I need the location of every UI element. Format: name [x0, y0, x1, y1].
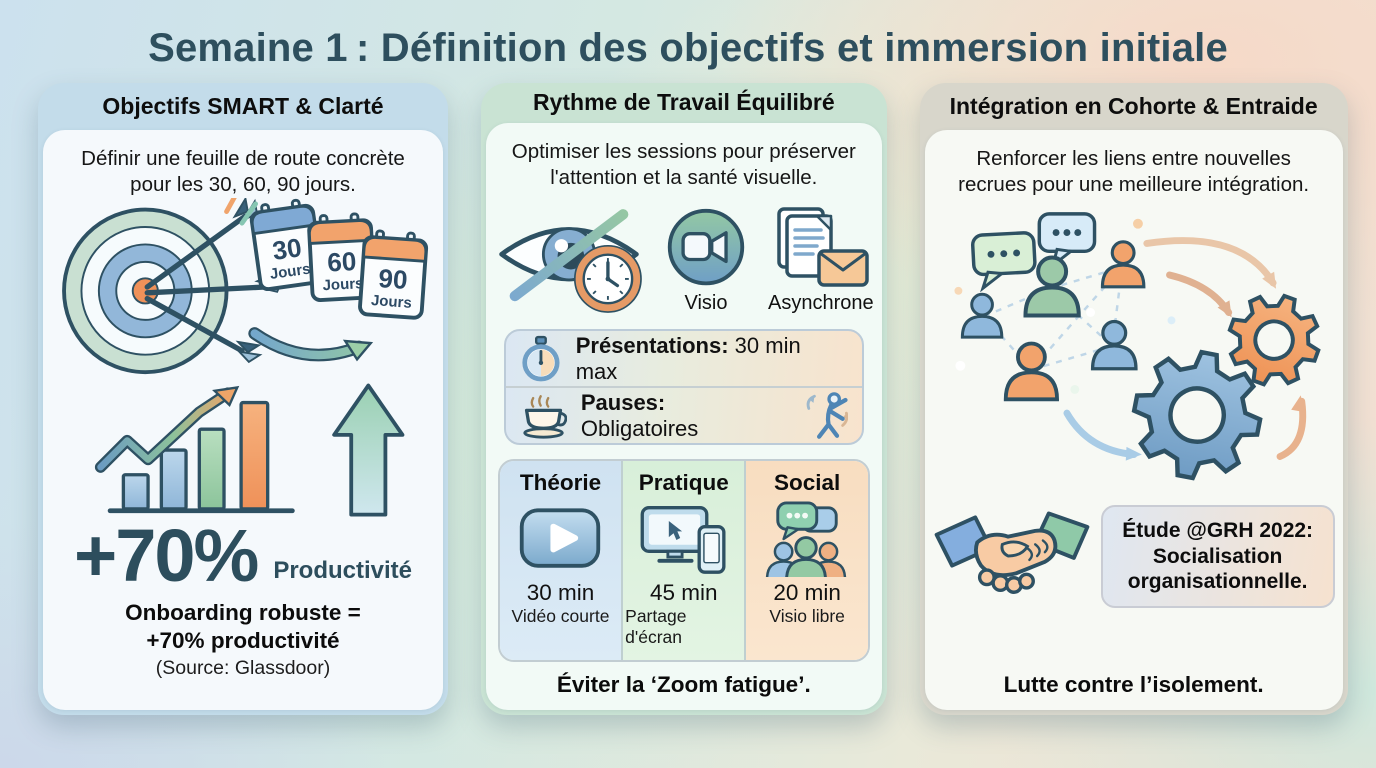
svg-text:Jours: Jours: [322, 276, 364, 295]
card-objectifs-smart: Objectifs SMART & Clarté Définir une feu…: [38, 83, 448, 715]
stat-row: +70% Productivité: [73, 514, 413, 598]
columns-container: Objectifs SMART & Clarté Définir une feu…: [0, 83, 1376, 715]
card-integration-description: Renforcer les liens entre nouvelles recr…: [958, 147, 1310, 197]
bar-chart-icon: [94, 386, 295, 514]
calendar-90-icon: 90 Jours: [358, 229, 429, 321]
schedule-theorie-caption: Vidéo courte: [511, 606, 610, 626]
rules-box: Présentations: 30 min max Pauses:: [503, 329, 864, 445]
card-rythme-footer: Éviter la ‘Zoom fatigue’.: [556, 672, 811, 697]
page-title: Semaine 1 : Définition des objectifs et …: [148, 26, 1228, 70]
card-rythme-travail: Rythme de Travail Équilibré Optimiser le…: [481, 83, 887, 715]
schedule-col-social: Social 20 min Visio libre: [746, 461, 868, 660]
claim-text: Onboarding robuste = +70% productivité: [125, 599, 361, 655]
curved-arrow-icon: [248, 327, 374, 362]
mode-visio-label: Visio: [684, 292, 728, 314]
calendar-30-icon: 30 Jours: [249, 199, 324, 292]
svg-text:Jours: Jours: [269, 261, 312, 284]
card-objectifs-header: Objectifs SMART & Clarté: [102, 93, 384, 119]
card-integration-cohorte: Intégration en Cohorte & Entraide Renfor…: [919, 83, 1348, 715]
schedule-social-time: 20 min: [773, 580, 841, 605]
card-rythme-body: Optimiser les sessions pour préserver l'…: [486, 122, 882, 710]
schedule-table: Théorie 30 min Vidéo courte Pratique: [497, 459, 870, 662]
rule-pauses-label: Pauses:: [580, 389, 666, 415]
cohort-network-illustration: [954, 212, 1321, 482]
rule-pauses-value: Obligatoires: [580, 415, 699, 441]
schedule-col-theorie: Théorie 30 min Vidéo courte: [499, 461, 622, 660]
schedule-pratique-time: 45 min: [650, 580, 718, 605]
svg-text:60: 60: [327, 247, 358, 278]
handshake-icon: [934, 512, 1089, 595]
coffee-cup-icon: [523, 394, 567, 439]
mode-asynchrone-label: Asynchrone: [768, 292, 874, 314]
rule-presentations-text: Présentations: 30 min max: [576, 333, 848, 385]
schedule-social-header: Social: [773, 470, 841, 495]
rule-pauses-text: Pauses: Obligatoires: [581, 390, 777, 442]
svg-text:Jours: Jours: [370, 292, 412, 312]
calendar-60-icon: 60 Jours: [307, 212, 377, 303]
group-chat-icon: [765, 501, 847, 577]
target-calendars-illustration: 30 Jours 60 Jours 90 Jours: [62, 198, 429, 375]
card-rythme-header: Rythme de Travail Équilibré: [532, 89, 835, 116]
card-objectifs-description: Définir une feuille de route concrète po…: [81, 147, 405, 197]
video-camera-icon: [667, 208, 745, 286]
svg-text:90: 90: [377, 264, 408, 296]
stat-value: +70%: [73, 514, 259, 598]
schedule-col-pratique: Pratique 45 min Partage d'é: [621, 461, 747, 660]
clock-icon: [573, 245, 642, 313]
stopwatch-icon: [522, 335, 560, 381]
gear-orange-icon: [1227, 293, 1321, 388]
rule-presentations-label: Présentations:: [575, 332, 729, 358]
card-objectifs-body: Définir une feuille de route concrète po…: [43, 130, 443, 710]
claim-line-2: +70% productivité: [146, 627, 340, 653]
glow-dots: [954, 219, 1176, 395]
documents-mail-icon: [777, 207, 869, 287]
card-integration-header: Intégration en Cohorte & Entraide: [949, 93, 1318, 119]
card-integration-body: Renforcer les liens entre nouvelles recr…: [924, 130, 1343, 710]
study-row: Étude @GRH 2022: Socialisation organisat…: [933, 498, 1335, 614]
stretching-person-icon: [806, 391, 848, 439]
modes-row: Visio Asynchrone: [494, 203, 874, 315]
play-video-icon: [520, 508, 601, 568]
card-rythme-description: Optimiser les sessions pour préserver l'…: [511, 139, 856, 189]
schedule-social-caption: Visio libre: [769, 606, 845, 626]
schedule-pratique-caption: Partage d'écran: [625, 606, 687, 647]
schedule-pratique-header: Pratique: [638, 470, 729, 495]
source-text: (Source: Glassdoor): [155, 656, 331, 679]
mode-asynchrone: Asynchrone: [768, 207, 874, 315]
screen-share-icon: [640, 506, 726, 574]
up-arrow-icon: [332, 384, 405, 517]
rule-pauses: Pauses: Obligatoires: [505, 386, 862, 443]
arrows-icon: [144, 214, 268, 354]
chat-bubble-green-icon: [970, 231, 1037, 293]
person-orange-bottom: [1003, 342, 1059, 402]
person-blue-mid: [1090, 320, 1138, 371]
schedule-theorie-time: 30 min: [526, 580, 595, 605]
person-blue-left: [960, 293, 1003, 340]
card-integration-footer: Lutte contre l’isolement.: [1003, 672, 1264, 697]
study-note: Étude @GRH 2022: Socialisation organisat…: [1100, 505, 1335, 608]
person-orange-top: [1100, 240, 1146, 289]
eye-rest-icon: [499, 209, 642, 313]
rule-presentations: Présentations: 30 min max: [506, 331, 862, 386]
growth-chart-illustration: [94, 384, 405, 517]
schedule-theorie-header: Théorie: [519, 470, 602, 495]
stat-label: Productivité: [273, 556, 413, 584]
rule-presentations-value: 30 min max: [575, 332, 801, 384]
flow-arrows: [1063, 237, 1306, 462]
mode-visio: Visio: [660, 207, 752, 315]
svg-text:30: 30: [271, 233, 304, 267]
claim-line-1: Onboarding robuste =: [125, 599, 361, 625]
